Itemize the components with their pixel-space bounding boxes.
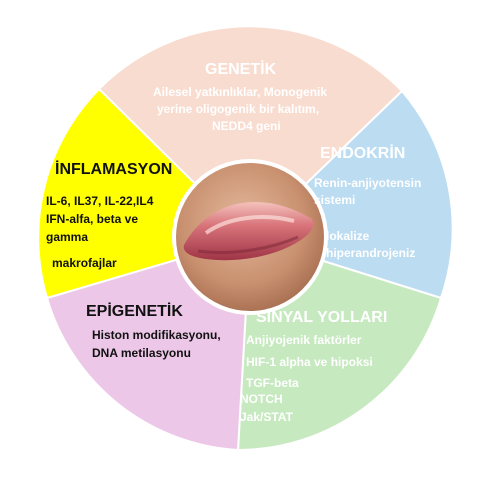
inflamasyon-line-1: IL-6, IL37, IL-22,IL4 (46, 194, 154, 208)
epigenetik-title: EPİGENETİK (86, 303, 183, 320)
segment-genetik (97, 25, 404, 240)
endokrin-line-1: Renin-anjiyotensin (314, 176, 422, 190)
sinyal-line-4: NOTCH (240, 392, 283, 406)
sinyal-line-1: Anjiyojenik faktörler (246, 333, 362, 347)
sinyal-line-3: TGF-beta (246, 376, 299, 390)
keloid-photo (176, 163, 324, 311)
endokrin-line-3: lokalize (326, 229, 370, 243)
inflamasyon-title: İNFLAMASYON (55, 161, 173, 178)
genetik-line-3: NEDD4 geni (212, 119, 281, 133)
endokrin-line-2: sistemi (314, 193, 356, 207)
endokrin-title: ENDOKRİN (320, 145, 406, 162)
sinyal-line-2: HIF-1 alpha ve hipoksi (246, 355, 373, 369)
genetik-line-1: Ailesel yatkınlıklar, Monogenik (153, 85, 328, 99)
genetik-line-2: yerine oligogenik bir kalıtım, (157, 102, 320, 116)
epigenetik-line-1: Histon modifikasyonu, (92, 328, 221, 342)
inflamasyon-line-3: gamma (46, 230, 89, 244)
endokrin-line-4: hiperandrojeniz (326, 246, 416, 260)
inflamasyon-line-4: makrofajlar (52, 256, 117, 270)
genetik-title: GENETİK (205, 61, 277, 78)
epigenetik-line-2: DNA metilasyonu (92, 346, 191, 360)
sinyal-title: SİNYAL YOLLARI (256, 309, 388, 326)
sinyal-line-5: Jak/STAT (240, 410, 293, 424)
inflamasyon-line-2: IFN-alfa, beta ve (46, 212, 139, 226)
